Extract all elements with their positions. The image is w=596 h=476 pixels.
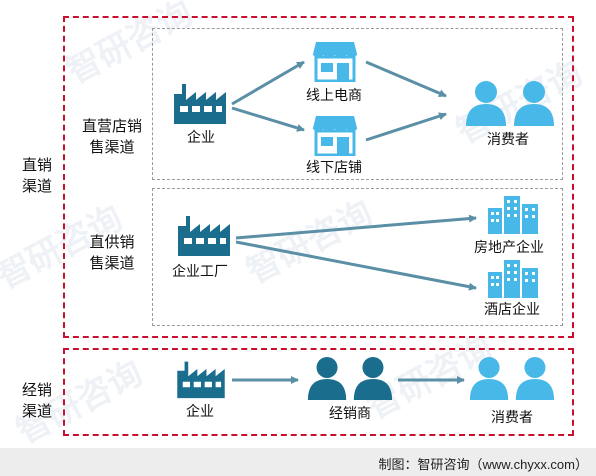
offline-store-label: 线下店铺 (306, 159, 362, 175)
distribution-label-line1: 经销 (21, 382, 52, 399)
factory-icon (174, 84, 226, 124)
direct-label-line2: 渠道 (21, 178, 52, 195)
direct-channel-box (63, 16, 574, 338)
dealers-icon (307, 356, 393, 400)
factory-icon (177, 361, 225, 399)
hotel-label: 酒店企业 (484, 301, 540, 317)
store-channel-label: 直营店销 售渠道 (72, 116, 152, 158)
consumers-icon (469, 356, 555, 400)
factory-label: 企业工厂 (172, 263, 228, 279)
arrow-enterprise-offline (231, 106, 305, 132)
source-credit: 制图：智研咨询（www.chyxx.com） (378, 457, 588, 472)
direct-label-line1: 直销 (21, 157, 52, 174)
online-store-label: 线上电商 (306, 87, 362, 103)
store-consumer-label: 消费者 (487, 131, 529, 147)
arrow-online-consumer (365, 60, 447, 98)
supply-channel-label: 直供销 售渠道 (72, 232, 152, 274)
realestate-label: 房地产企业 (474, 239, 544, 255)
distribution-enterprise-label: 企业 (186, 403, 214, 419)
store-enterprise-label: 企业 (187, 129, 215, 145)
footer-bar: 制图：智研咨询（www.chyxx.com） (0, 448, 596, 476)
distribution-label-line2: 渠道 (21, 403, 52, 420)
store-channel-box (152, 28, 563, 180)
buildings-icon (488, 260, 538, 298)
dealer-label: 经销商 (329, 405, 371, 421)
consumers-icon (466, 81, 554, 126)
buildings-icon (488, 196, 538, 234)
distribution-channel-box (63, 348, 574, 436)
distribution-consumer-label: 消费者 (491, 409, 533, 425)
factory-icon (178, 216, 230, 256)
storefront-icon (312, 42, 358, 82)
arrow-factory-hotel (235, 240, 477, 291)
store-label-line1: 直营店销 (81, 118, 142, 135)
arrow-offline-consumer (365, 112, 447, 142)
store-label-line2: 售渠道 (89, 139, 135, 156)
supply-label-line2: 售渠道 (89, 255, 135, 272)
distribution-channel-label: 经销 渠道 (14, 380, 60, 422)
arrow-enterprise-online (231, 60, 305, 106)
storefront-icon (312, 116, 358, 156)
arrow-factory-realestate (235, 214, 477, 240)
supply-label-line1: 直供销 (89, 234, 135, 251)
supply-channel-box (152, 188, 563, 326)
direct-channel-label: 直销 渠道 (14, 155, 60, 197)
